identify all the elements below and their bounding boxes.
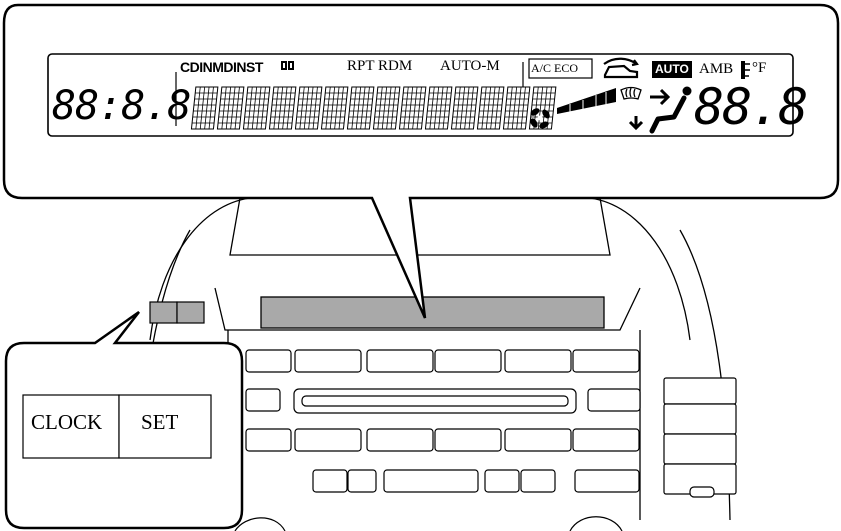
auto-badge-bg <box>652 61 692 78</box>
windshield-defrost-icon <box>620 86 642 100</box>
dot-matrix-cell <box>346 86 375 130</box>
dot-matrix-text-area <box>190 86 557 130</box>
unit-indicator: °F <box>752 60 767 76</box>
dot-matrix-cell <box>294 86 323 130</box>
dot-matrix-cell <box>476 86 505 130</box>
clock-button-small[interactable] <box>149 301 178 324</box>
auto-m-indicator: AUTO-M <box>440 58 500 74</box>
source-indicators: CDINMDINST <box>180 59 263 75</box>
display-callout-balloon <box>2 3 840 319</box>
temperature-digits: 88.8 <box>694 78 808 136</box>
set-button-small[interactable] <box>176 301 205 324</box>
dot-matrix-cell <box>320 86 349 130</box>
dot-matrix-cell <box>268 86 297 130</box>
dot-matrix-cell <box>190 86 219 130</box>
dot-matrix-cell <box>450 86 479 130</box>
dot-matrix-cell <box>242 86 271 130</box>
ac-eco-frame <box>528 58 593 79</box>
display-window-highlight <box>260 296 605 329</box>
dot-matrix-cell <box>424 86 453 130</box>
dot-matrix-cell <box>502 86 531 130</box>
right-vent <box>663 377 737 498</box>
fan-speed-bar-icon <box>557 88 616 114</box>
fan-icon <box>530 108 550 129</box>
thermometer-icon <box>741 61 750 79</box>
set-button-label: SET <box>141 410 179 434</box>
amb-indicator: AMB <box>699 61 734 77</box>
dot-matrix-cell <box>372 86 401 130</box>
cd-inserted-icon <box>281 61 294 70</box>
ac-eco-indicator: A/C ECO <box>531 61 579 75</box>
seated-person-airflow-icon <box>628 86 692 134</box>
clock-button[interactable] <box>22 394 120 459</box>
clock-button-label: CLOCK <box>31 410 103 434</box>
control-buttons <box>245 349 641 493</box>
clock-digits: 88:8.8 <box>52 83 191 129</box>
dot-matrix-cell <box>216 86 245 130</box>
set-button[interactable] <box>118 394 212 459</box>
dot-matrix-cell <box>398 86 427 130</box>
mode-indicators: RPT RDM <box>347 58 413 74</box>
car-recirculation-icon <box>603 57 639 79</box>
auto-badge: AUTO <box>655 62 689 76</box>
